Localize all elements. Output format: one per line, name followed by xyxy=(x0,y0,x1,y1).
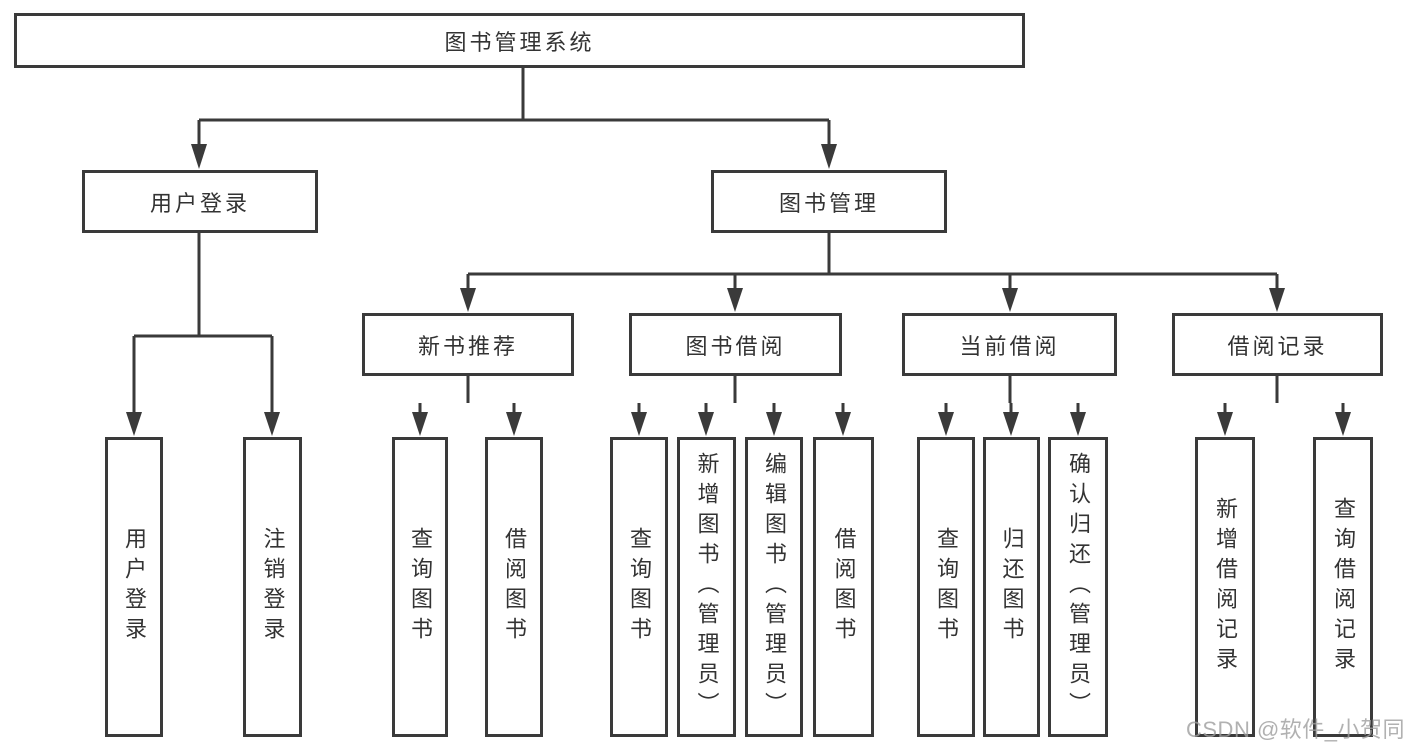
leaf-recommend-query-books: 查询图书 xyxy=(392,437,448,737)
leaf-current-confirm-return-admin: 确认归还（管理员） xyxy=(1048,437,1108,737)
leaf-borrow-borrow-books: 借阅图书 xyxy=(813,437,874,737)
node-label: 新增图书（管理员） xyxy=(694,452,720,722)
node-book-borrow: 图书借阅 xyxy=(629,313,842,376)
watermark: CSDN @软件_小贺同学 xyxy=(1186,717,1405,742)
node-label: 图书管理 xyxy=(778,190,879,216)
node-label: 新书推荐 xyxy=(417,333,518,359)
node-borrow-records: 借阅记录 xyxy=(1172,313,1383,376)
node-label: 借阅图书 xyxy=(831,527,857,647)
node-label: 借阅记录 xyxy=(1227,333,1328,359)
node-label: 编辑图书（管理员） xyxy=(762,452,787,722)
node-label: 借阅图书 xyxy=(502,527,527,647)
node-new-book-recommend: 新书推荐 xyxy=(362,313,574,376)
node-current-borrow: 当前借阅 xyxy=(902,313,1117,376)
node-label: 新增借阅记录 xyxy=(1213,497,1238,677)
node-label: 图书管理系统 xyxy=(444,29,595,55)
node-label: 查询借阅记录 xyxy=(1331,497,1356,677)
leaf-borrow-edit-books-admin: 编辑图书（管理员） xyxy=(745,437,803,737)
leaf-records-query-record: 查询借阅记录 xyxy=(1313,437,1373,737)
node-label: 确认归还（管理员） xyxy=(1066,452,1091,722)
node-label: 用户登录 xyxy=(149,190,250,216)
node-root-system: 图书管理系统 xyxy=(14,13,1025,68)
leaf-user-login: 用户登录 xyxy=(105,437,163,737)
leaf-borrow-add-books-admin: 新增图书（管理员） xyxy=(677,437,736,737)
node-book-management: 图书管理 xyxy=(711,170,947,233)
leaf-current-query-books: 查询图书 xyxy=(917,437,975,737)
node-label: 查询图书 xyxy=(408,527,433,647)
node-label: 图书借阅 xyxy=(685,333,786,359)
node-label: 注销登录 xyxy=(260,527,286,647)
node-label: 查询图书 xyxy=(934,527,959,647)
node-label: 查询图书 xyxy=(627,527,652,647)
node-label: 用户登录 xyxy=(122,527,147,647)
node-label: 当前借阅 xyxy=(959,333,1060,359)
leaf-borrow-query-books: 查询图书 xyxy=(610,437,668,737)
connector-lines xyxy=(132,68,1345,418)
node-user-login: 用户登录 xyxy=(82,170,318,233)
arrowhead-icons xyxy=(126,144,1351,436)
leaf-logout: 注销登录 xyxy=(243,437,302,737)
node-label: 归还图书 xyxy=(999,527,1025,647)
leaf-recommend-borrow-books: 借阅图书 xyxy=(485,437,543,737)
leaf-records-add-record: 新增借阅记录 xyxy=(1195,437,1255,737)
leaf-current-return-books: 归还图书 xyxy=(983,437,1040,737)
